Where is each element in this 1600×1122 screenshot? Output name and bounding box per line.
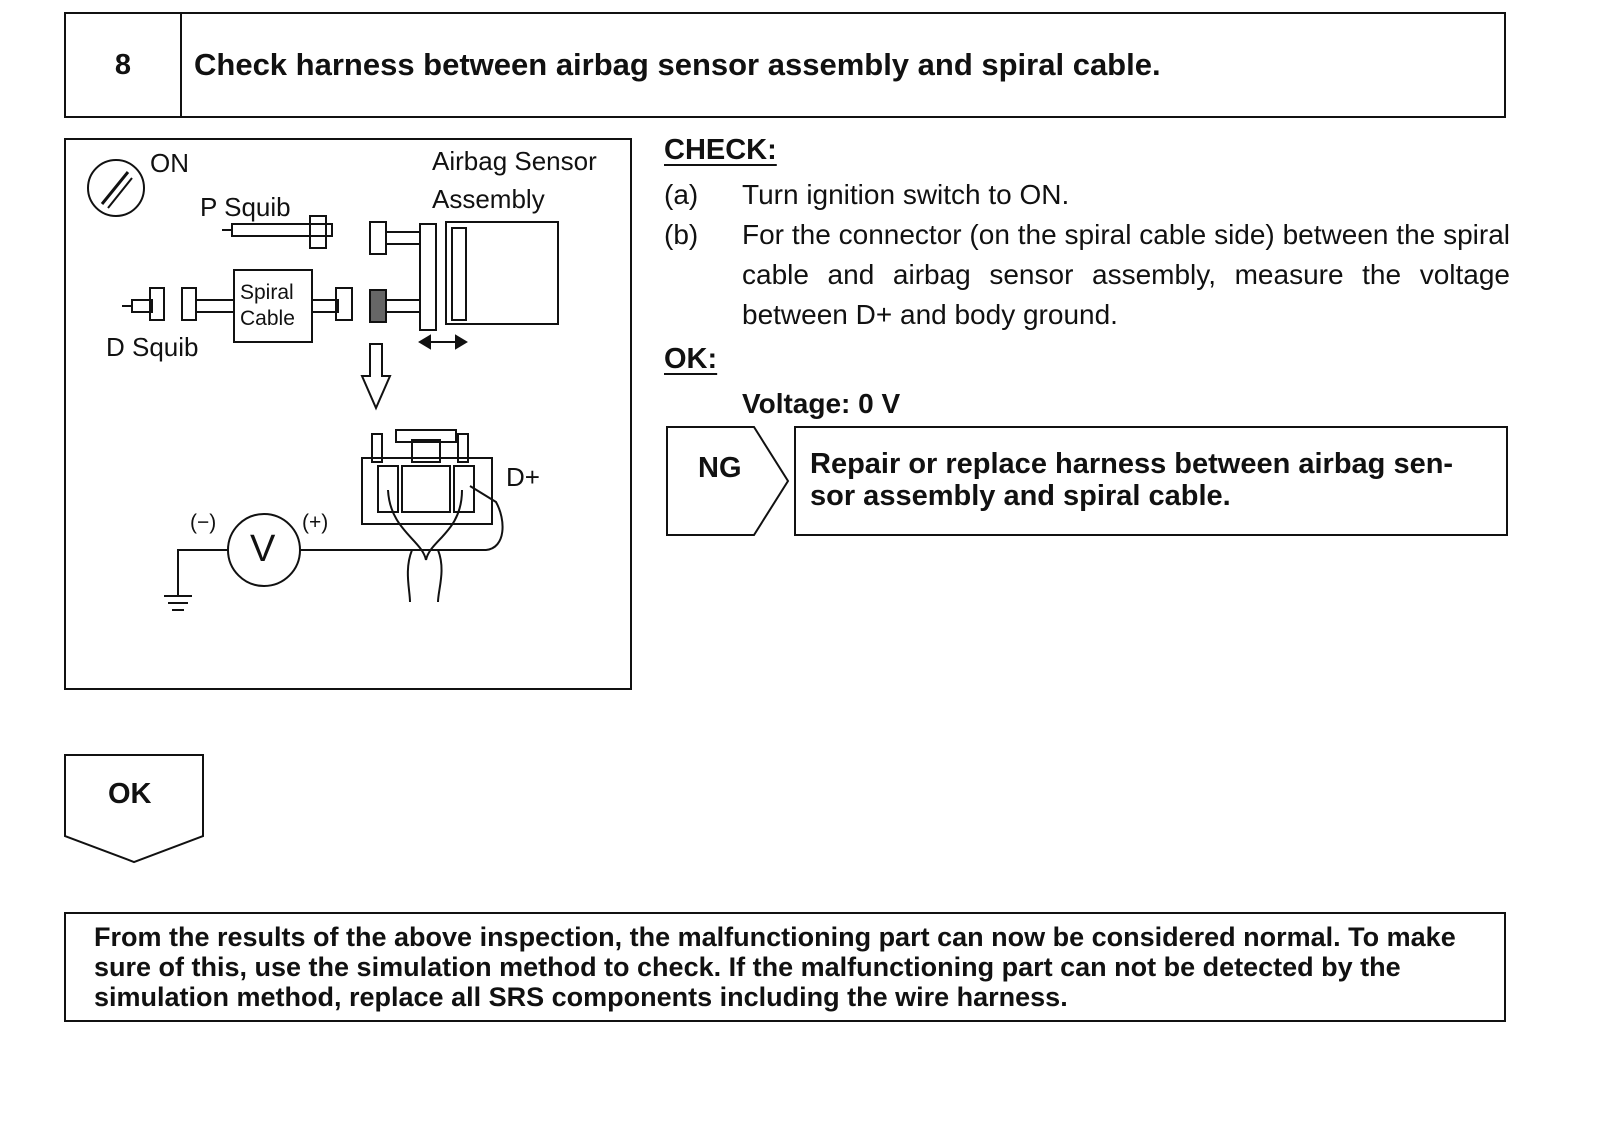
p-squib-connector [222, 215, 333, 249]
probe-wire [300, 485, 504, 551]
disconnect-arrow-icon [418, 334, 468, 350]
check-title: CHECK: [664, 134, 777, 166]
positive-label: (+) [302, 511, 329, 534]
d-plus-label: D+ [506, 462, 540, 492]
airbag-sensor-label-1: Airbag Sensor [432, 146, 597, 176]
d-squib-connector [122, 287, 235, 321]
step-text: For the connector (on the spiral cable s… [742, 219, 1510, 330]
p-squib-label: P Squib [200, 192, 291, 222]
spiral-cable-label-2: Cable [240, 307, 295, 330]
step-label: (a) [664, 179, 699, 210]
ng-branch: NG Repair or replace harness between air… [666, 426, 1508, 536]
ok-title: OK: [664, 343, 718, 375]
step-text: Turn ignition switch to ON. [742, 179, 1070, 210]
ng-action: Repair or replace harness between airbag… [794, 426, 1508, 536]
step-label: (b) [664, 219, 699, 250]
airbag-sensor-assembly [445, 221, 559, 325]
step-number: 8 [66, 14, 182, 116]
spiral-to-sensor-connector [311, 287, 353, 321]
step-header: 8 Check harness between airbag sensor as… [64, 12, 1506, 118]
ground-wire [177, 549, 228, 596]
down-arrow-icon [360, 343, 392, 411]
ng-label: NG [698, 452, 742, 484]
result-note: From the results of the above inspection… [64, 912, 1506, 1022]
d-squib-label: D Squib [106, 332, 199, 362]
ok-tab-label: OK [108, 778, 152, 810]
ignition-on-label: ON [150, 148, 189, 178]
ok-spec: Voltage: 0 V [742, 388, 901, 419]
negative-label: (−) [190, 511, 217, 534]
ok-arrow-shape [64, 754, 204, 864]
ground-icon [164, 595, 192, 611]
wiring-diagram [87, 159, 559, 611]
airbag-sensor-label-2: Assembly [432, 184, 545, 214]
measured-connector [369, 289, 387, 323]
spiral-cable-label-1: Spiral [240, 281, 294, 304]
wiring-figure: ON Airbag Sensor Assembly P Squib D Squi… [64, 138, 632, 690]
ng-arrow-shape [666, 426, 790, 536]
ok-branch: OK [64, 754, 204, 864]
check-step-b: (b) For the connector (on the spiral cab… [664, 215, 1510, 335]
check-step-a: (a) Turn ignition switch to ON. [664, 175, 1510, 215]
voltmeter-symbol: V [250, 528, 276, 570]
check-section: CHECK: (a) Turn ignition switch to ON. (… [664, 134, 1510, 424]
connector-face [361, 429, 493, 603]
step-title: Check harness between airbag sensor asse… [194, 47, 1161, 82]
ignition-key-icon [87, 159, 145, 217]
